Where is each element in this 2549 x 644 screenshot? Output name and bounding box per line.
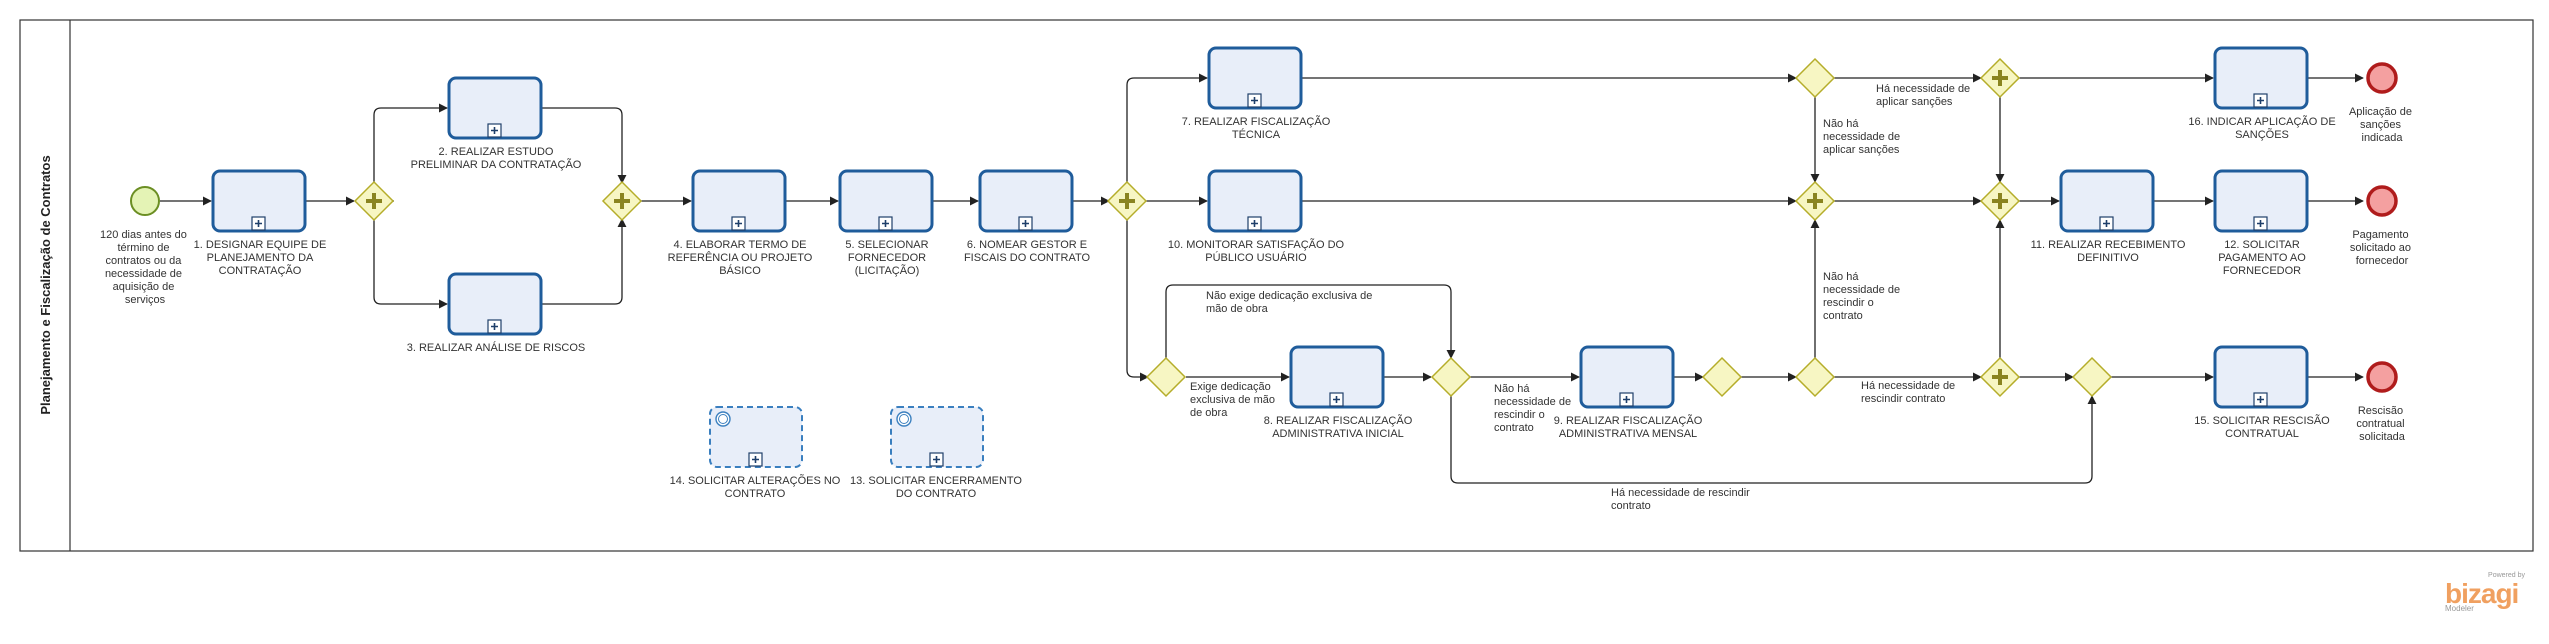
task-box[interactable]	[838, 169, 934, 233]
exclusive-gateway[interactable]	[1430, 356, 1472, 398]
exclusive-gateway[interactable]	[1701, 356, 1743, 398]
parallel-gateway[interactable]	[353, 180, 395, 222]
exclusive-gateway[interactable]	[2071, 356, 2113, 398]
parallel-gateway[interactable]	[1979, 356, 2021, 398]
task-box[interactable]	[890, 406, 984, 468]
task-box[interactable]	[1207, 46, 1303, 110]
sequence-flows	[160, 73, 2364, 484]
task-box[interactable]	[2213, 46, 2309, 110]
end-event-rescisao[interactable]: Rescisão contratual solicitada	[2356, 361, 2407, 443]
plus-icon	[1992, 369, 2008, 385]
task-box[interactable]	[211, 169, 307, 233]
flow-label-ha-rescindir-2: Há necessidade de rescindir contrato	[1861, 380, 1958, 405]
plus-icon	[614, 193, 630, 209]
task-label: 3. REALIZAR ANÁLISE DE RISCOS	[407, 341, 586, 354]
task-box[interactable]	[447, 76, 543, 140]
task-box[interactable]	[1207, 169, 1303, 233]
end-event-rescisao-circle[interactable]	[2366, 361, 2398, 393]
task-box[interactable]	[1579, 345, 1675, 409]
task-box[interactable]	[709, 406, 803, 468]
exclusive-gateway[interactable]	[1794, 356, 1836, 398]
task-box[interactable]	[1289, 345, 1385, 409]
plus-icon	[1992, 70, 2008, 86]
bizagi-logo: bizagi	[2445, 578, 2519, 609]
parallel-gateway[interactable]	[1794, 180, 1836, 222]
end-event-sancoes-label: Aplicação de sanções indicada	[2349, 106, 2415, 144]
end-event-sancoes[interactable]: Aplicação de sanções indicada	[2349, 62, 2415, 144]
flow-label-ha-rescindir-bottom: Há necessidade de rescindir contrato	[1611, 487, 1753, 512]
parallel-gateway[interactable]	[1979, 180, 2021, 222]
flow-label-nao-exige: Não exige dedicação exclusiva de mão de …	[1206, 290, 1375, 315]
flow-label-nao-ha-sancoes: Não há necessidade de aplicar sanções	[1823, 118, 1903, 156]
exclusive-gateway[interactable]	[1145, 356, 1187, 398]
start-event-circle[interactable]	[130, 186, 160, 216]
plus-icon	[366, 193, 382, 209]
flow-label-ha-sancoes: Há necessidade de aplicar sanções	[1876, 83, 1973, 108]
flow-label-nao-ha-rescindir-2: Não há necessidade de rescindir o contra…	[1823, 271, 1903, 322]
end-event-sancoes-circle[interactable]	[2366, 62, 2398, 94]
end-event-pagamento-label: Pagamento solicitado ao fornecedor	[2350, 229, 2414, 267]
task-box[interactable]	[691, 169, 787, 233]
flow-label-nao-ha-rescindir-1: Não há necessidade de rescindir o contra…	[1494, 383, 1574, 434]
exclusive-gateway[interactable]	[1794, 57, 1836, 99]
plus-icon	[1992, 193, 2008, 209]
task-box[interactable]	[2213, 169, 2309, 233]
pool-title: Planejamento e Fiscalização de Contratos	[38, 155, 53, 414]
end-event-pagamento-circle[interactable]	[2366, 185, 2398, 217]
task-box[interactable]	[2059, 169, 2155, 233]
task-t3[interactable]: 3. REALIZAR ANÁLISE DE RISCOS	[407, 272, 586, 354]
powered-by-text: Powered by	[2488, 572, 2525, 579]
start-event[interactable]: 120 dias antes do término de contratos o…	[100, 186, 190, 306]
task-box[interactable]	[978, 169, 1074, 233]
task-box[interactable]	[447, 272, 543, 336]
bizagi-modeler-text: Modeler	[2445, 604, 2474, 613]
task-box[interactable]	[2213, 345, 2309, 409]
parallel-gateway[interactable]	[1979, 57, 2021, 99]
plus-icon	[1807, 193, 1823, 209]
flow-label-exige: Exige dedicação exclusiva de mão de obra	[1190, 381, 1278, 419]
start-event-label: 120 dias antes do término de contratos o…	[100, 229, 190, 306]
flow-labels: Não exige dedicação exclusiva de mão de …	[1190, 83, 1973, 512]
parallel-gateway[interactable]	[1106, 180, 1148, 222]
end-event-pagamento[interactable]: Pagamento solicitado ao fornecedor	[2350, 185, 2414, 267]
plus-icon	[1119, 193, 1135, 209]
end-event-rescisao-label: Rescisão contratual solicitada	[2356, 405, 2407, 443]
parallel-gateway[interactable]	[601, 180, 643, 222]
